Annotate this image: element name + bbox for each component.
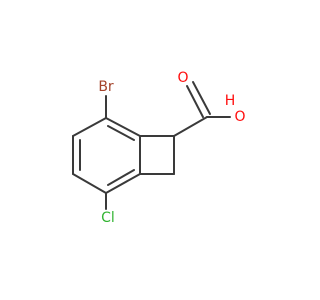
bond-c1-c2 [105, 117, 141, 137]
atom-label-cl: Cl [101, 210, 115, 226]
molecule-structure: Br Cl O O H [72, 70, 246, 226]
bond-c3-c4 [105, 173, 141, 194]
bond-c1-c2-inner [107, 125, 135, 141]
bond-c7-ccooh [173, 116, 208, 137]
bond-ccooh-o-double-1 [186, 85, 204, 118]
bond-c4-c5 [72, 173, 107, 194]
atom-label-br: Br [98, 79, 114, 95]
bond-c3-c4-inner [107, 169, 135, 186]
atom-label-o-carbonyl: O [177, 70, 188, 86]
atom-label-h-hydroxyl: H [225, 93, 236, 109]
molecule-canvas: Br Cl O O H [72, 70, 246, 226]
atom-label-o-hydroxyl: O [234, 109, 245, 125]
bond-ccooh-o-double-2 [192, 81, 211, 115]
bond-c6-c1 [72, 117, 107, 137]
